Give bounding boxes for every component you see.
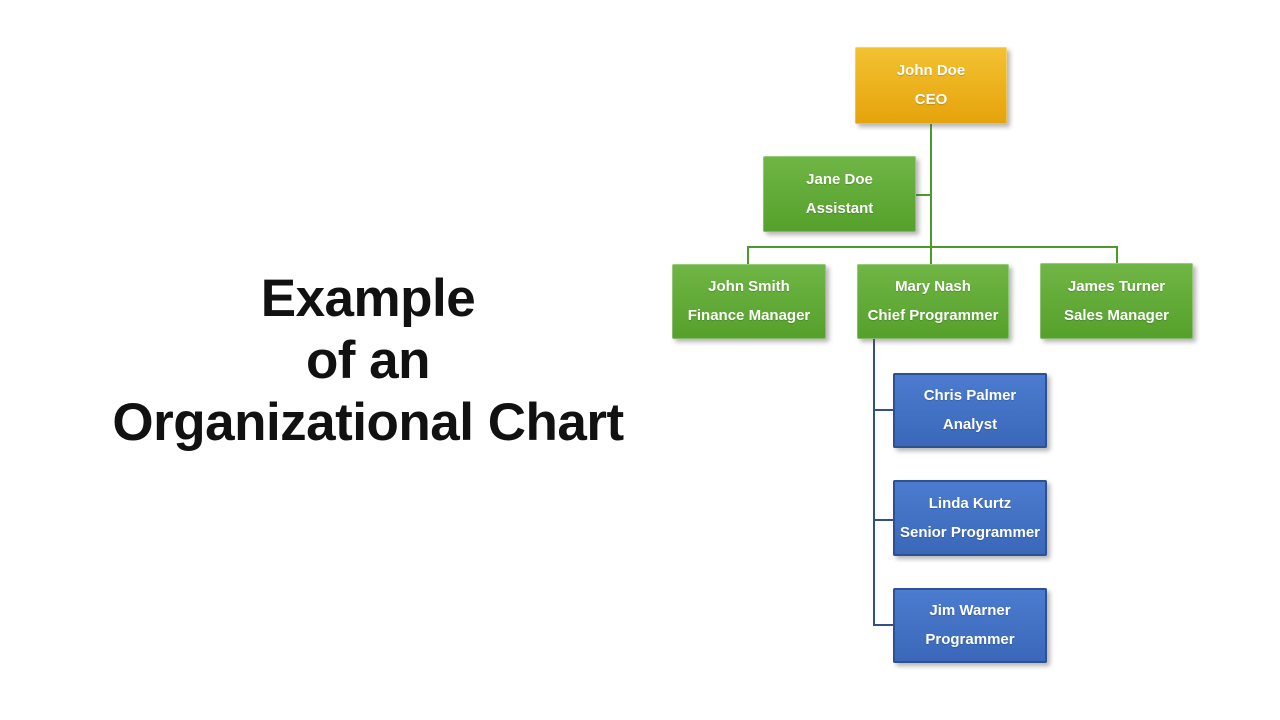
org-node-programmer: Jim Warner Programmer bbox=[893, 588, 1047, 663]
node-role: Senior Programmer bbox=[899, 523, 1041, 541]
node-role: Analyst bbox=[942, 416, 998, 433]
org-node-chief-programmer: Mary Nash Chief Programmer bbox=[857, 264, 1009, 339]
node-name: Jim Warner bbox=[929, 602, 1011, 619]
org-node-finance-manager: John Smith Finance Manager bbox=[672, 264, 826, 339]
node-name: Mary Nash bbox=[895, 278, 971, 295]
org-node-sales-manager: James Turner Sales Manager bbox=[1040, 263, 1193, 339]
connector-stub-programmer bbox=[873, 624, 893, 626]
node-role: Assistant bbox=[805, 199, 874, 217]
node-role: Chief Programmer bbox=[867, 307, 999, 324]
node-role: Programmer bbox=[925, 631, 1015, 648]
node-role: Finance Manager bbox=[687, 307, 811, 324]
node-name: John Doe bbox=[896, 62, 966, 79]
node-role: CEO bbox=[914, 91, 948, 108]
title-line-2: of an bbox=[305, 331, 431, 390]
connector-assistant-stub bbox=[916, 194, 932, 196]
org-node-assistant: Jane Doe Assistant bbox=[763, 156, 916, 232]
org-node-senior-programmer: Linda Kurtz Senior Programmer bbox=[893, 480, 1047, 556]
node-name: John Smith bbox=[708, 278, 790, 295]
connector-drop-sales bbox=[1116, 246, 1118, 263]
page-title: Example of an Organizational Chart bbox=[60, 268, 676, 454]
connector-horizontal-bar bbox=[747, 246, 1118, 248]
node-name: James Turner bbox=[1067, 277, 1166, 295]
org-node-ceo: John Doe CEO bbox=[855, 47, 1007, 124]
connector-stub-senior bbox=[873, 519, 893, 521]
node-name: Linda Kurtz bbox=[928, 494, 1012, 512]
connector-stub-analyst bbox=[873, 409, 893, 411]
connector-chief-to-programmers bbox=[873, 339, 875, 626]
title-line-3: Organizational Chart bbox=[112, 393, 624, 452]
node-name: Chris Palmer bbox=[923, 387, 1017, 404]
node-name: Jane Doe bbox=[806, 170, 873, 188]
title-line-1: Example bbox=[260, 269, 476, 328]
node-role: Sales Manager bbox=[1063, 306, 1170, 324]
connector-drop-finance bbox=[747, 246, 749, 264]
org-node-analyst: Chris Palmer Analyst bbox=[893, 373, 1047, 448]
